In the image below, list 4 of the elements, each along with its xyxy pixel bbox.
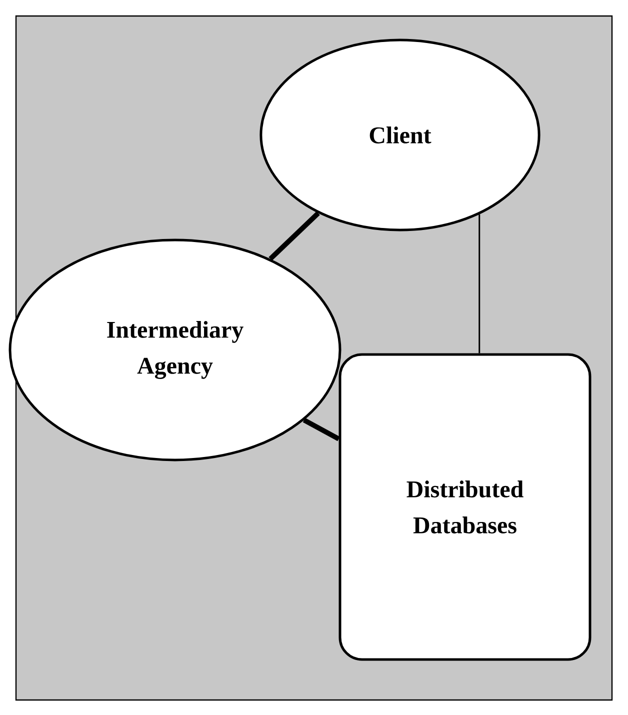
connector-line bbox=[302, 418, 340, 442]
connector-line bbox=[478, 214, 480, 354]
connector-line bbox=[268, 211, 320, 261]
database-box: Distributed Databases bbox=[338, 353, 592, 661]
